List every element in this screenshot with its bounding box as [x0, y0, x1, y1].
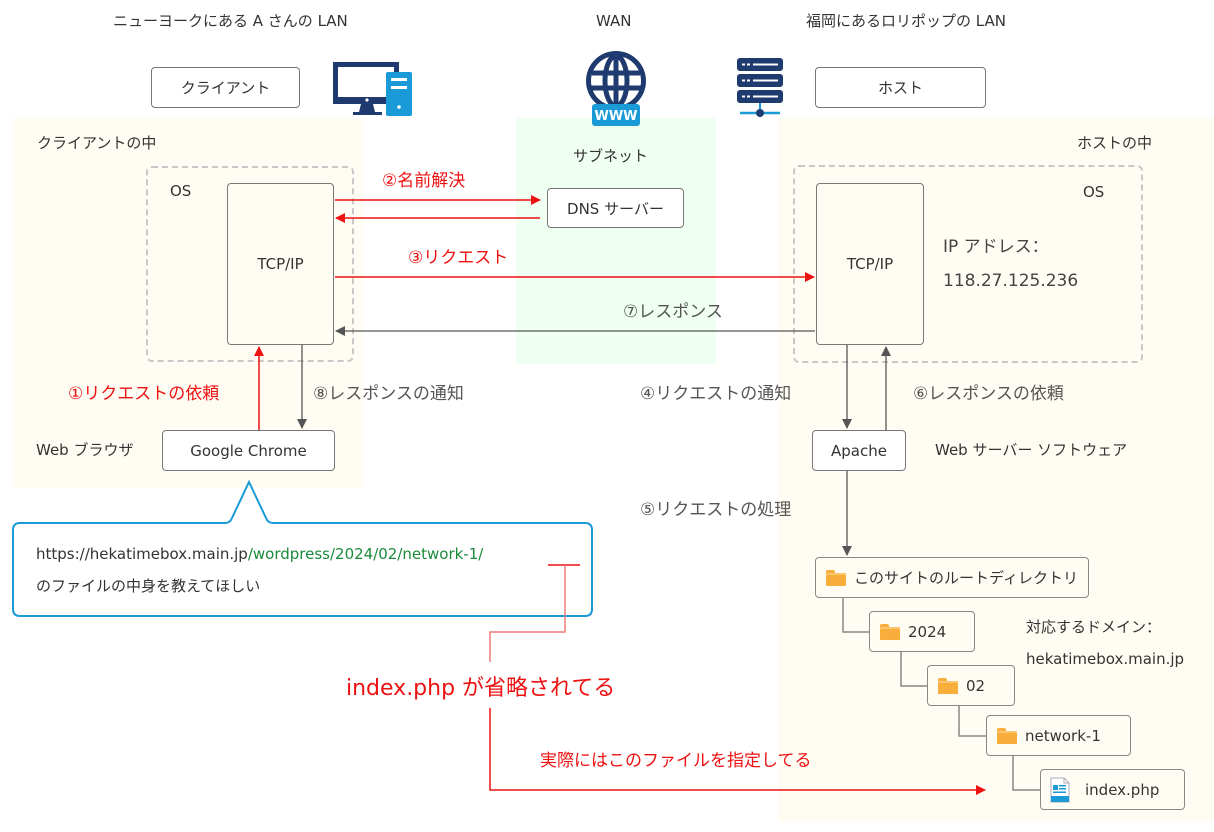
bubble-url-path: /wordpress/2024/02/network-1/ [247, 545, 484, 563]
step-2-label: ②名前解決 [382, 171, 466, 191]
ip-address-label: IP アドレス： [943, 237, 1049, 257]
host-os-container [793, 165, 1143, 363]
globe-www-icon: WWW [586, 51, 646, 126]
ip-address-value: 118.27.125.236 [943, 271, 1079, 291]
host-tcpip-box[interactable]: TCP/IP [816, 183, 924, 345]
step-1-label: ①リクエストの依頼 [68, 384, 220, 404]
client-tcpip-box[interactable]: TCP/IP [227, 183, 334, 345]
step-4-label: ④リクエストの通知 [640, 384, 792, 404]
desktop-computer-icon [333, 62, 412, 116]
tree-node-network-1[interactable]: network-1 [986, 715, 1131, 756]
tree-node-index-php[interactable]: index.php [1040, 769, 1185, 810]
step-5-label: ⑤リクエストの処理 [640, 500, 792, 520]
apache-box[interactable]: Apache [812, 430, 906, 471]
google-chrome-label: Google Chrome [190, 441, 307, 460]
actual-file-annotation: 実際にはこのファイルを指定してる [540, 751, 812, 771]
bubble-line2: のファイルの中身を教えてほしい [36, 577, 261, 595]
host-tcpip-label: TCP/IP [846, 255, 894, 273]
step-6-label: ⑥レスポンスの依頼 [913, 384, 1064, 404]
wan-region-title: サブネット [573, 147, 649, 165]
step-7-label: ⑦レスポンス [623, 302, 723, 322]
dns-server-box[interactable]: DNS サーバー [547, 188, 684, 228]
client-box-label: クライアント [180, 79, 271, 97]
wan-region-bg [516, 118, 716, 364]
step-3-label: ③リクエスト [408, 248, 509, 268]
browser-label: Web ブラウザ [36, 441, 134, 459]
wan-header: WAN [596, 12, 632, 30]
tree-node-label: 02 [966, 676, 986, 695]
client-tcpip-label: TCP/IP [257, 255, 304, 273]
tree-node-label: network-1 [1025, 726, 1101, 745]
apache-label: Apache [831, 441, 887, 460]
omitted-annotation: index.php が省略されてる [344, 676, 618, 701]
step-8-label: ⑧レスポンスの通知 [313, 384, 464, 404]
client-os-label: OS [170, 182, 192, 200]
folder-icon [880, 623, 900, 640]
tree-node-2024[interactable]: 2024 [869, 611, 975, 652]
speech-bubble [12, 480, 593, 617]
host-box[interactable]: ホスト [815, 67, 986, 108]
host-box-label: ホスト [877, 79, 923, 97]
host-region-title: ホストの中 [1077, 134, 1153, 152]
server-rack-icon [737, 58, 783, 117]
client-os-container [146, 166, 354, 362]
web-server-software-label: Web サーバー ソフトウェア [935, 441, 1128, 459]
php-file-icon [1050, 777, 1070, 802]
bubble-url-host: https://hekatimebox.main.jp [36, 545, 248, 563]
folder-icon [938, 677, 958, 694]
dns-server-label: DNS サーバー [567, 199, 664, 218]
google-chrome-box[interactable]: Google Chrome [162, 430, 335, 471]
client-box[interactable]: クライアント [151, 67, 300, 108]
client-region-title: クライアントの中 [37, 134, 157, 152]
www-label: WWW [594, 109, 637, 124]
tree-node-root[interactable]: このサイトのルートディレクトリ [815, 557, 1089, 598]
folder-icon [997, 727, 1017, 744]
host-lan-header: 福岡にあるロリポップの LAN [806, 12, 1006, 30]
domain-label: 対応するドメイン： [1026, 618, 1162, 636]
host-os-label: OS [1083, 183, 1105, 201]
client-lan-header: ニューヨークにある A さんの LAN [113, 12, 348, 30]
tree-node-label: 2024 [908, 622, 947, 641]
tree-node-label: このサイトのルートディレクトリ [854, 569, 1078, 587]
bubble-url: https://hekatimebox.main.jp/wordpress/20… [36, 547, 483, 562]
domain-value: hekatimebox.main.jp [1026, 650, 1185, 668]
tree-node-02[interactable]: 02 [927, 665, 1015, 706]
folder-icon [826, 569, 846, 586]
tree-node-label: index.php [1085, 780, 1160, 799]
